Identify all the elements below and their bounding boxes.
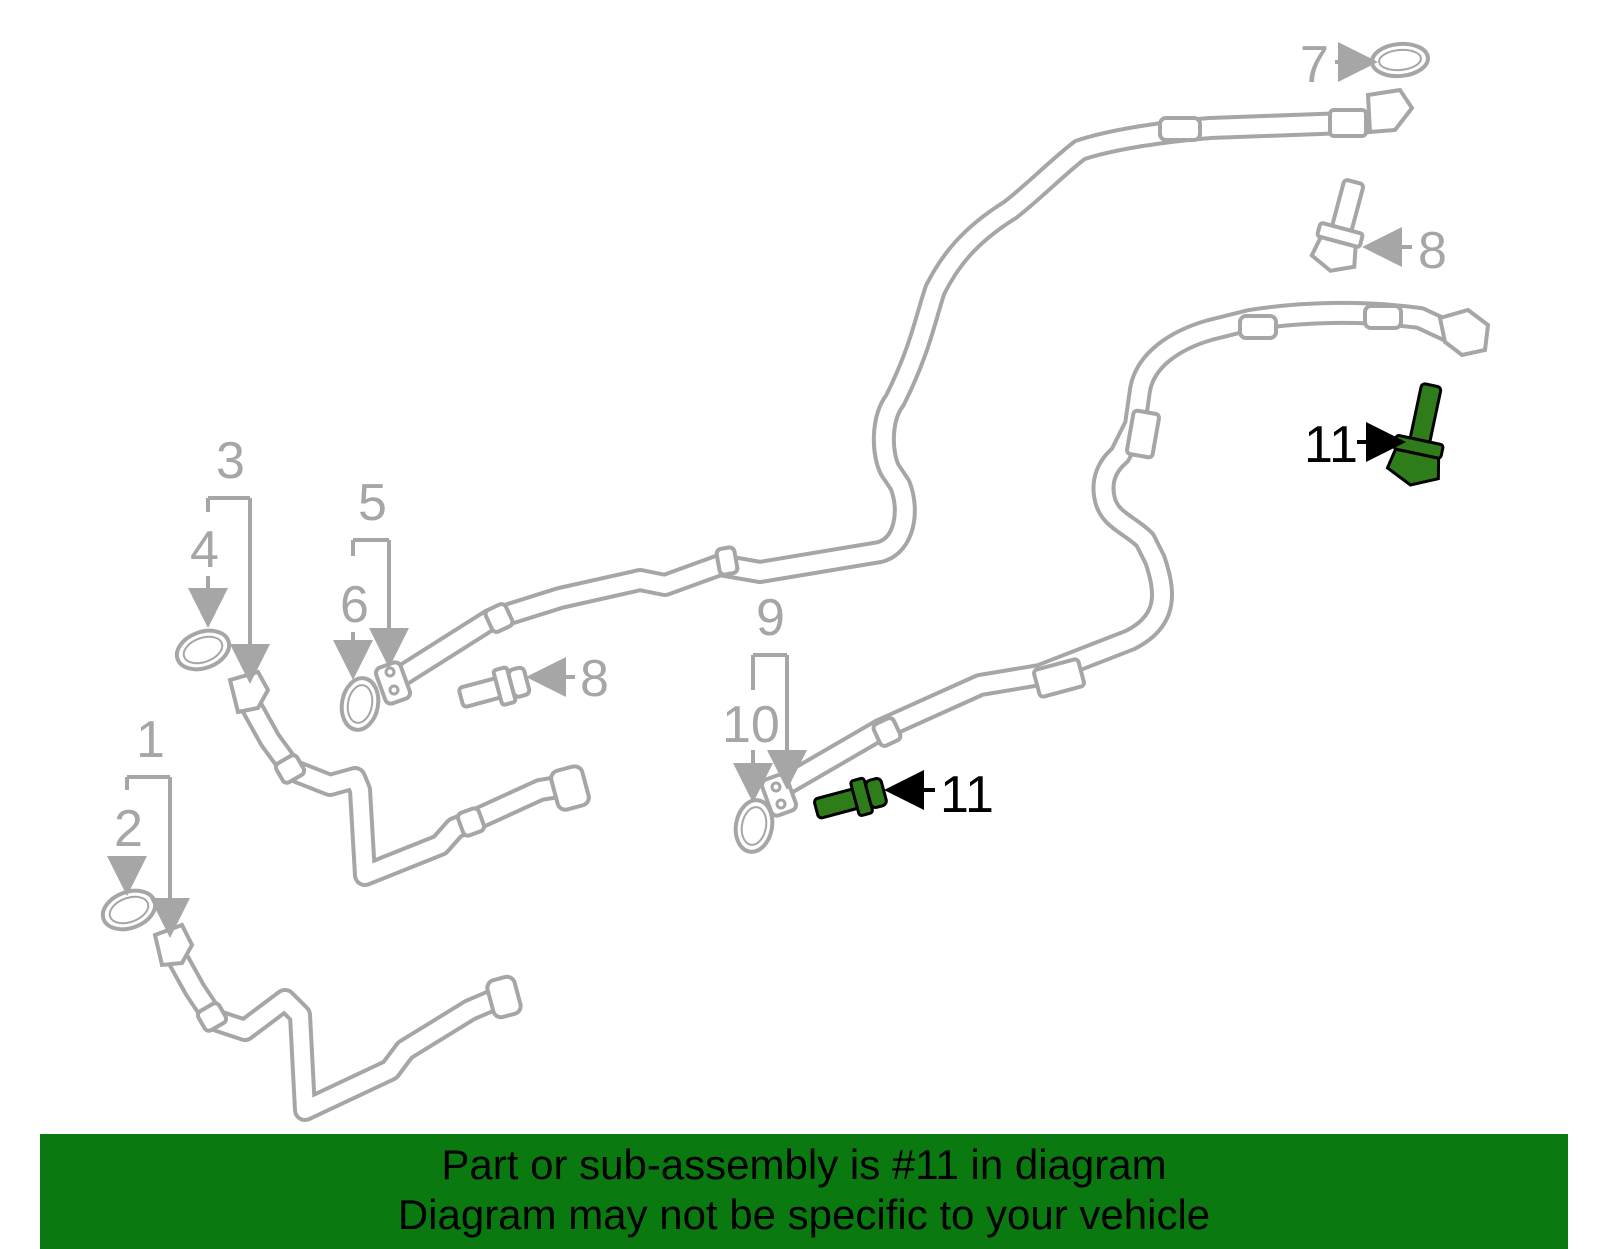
- o-ring-part-2: [100, 888, 158, 932]
- callout-6: 6: [340, 576, 369, 634]
- callout-1: 1: [136, 711, 165, 769]
- o-ring-part-10: [733, 798, 775, 854]
- callout-8-right: 8: [1418, 222, 1447, 280]
- callout-9: 9: [756, 589, 785, 647]
- o-ring-part-4: [174, 628, 232, 672]
- o-ring-part-6-inner: [346, 684, 374, 724]
- callout-8-left: 8: [580, 650, 609, 708]
- o-ring-part-6: [339, 676, 381, 732]
- callout-4: 4: [190, 521, 219, 579]
- banner-line-part-number: Part or sub-assembly is #11 in diagram: [441, 1141, 1167, 1188]
- o-ring-part-2-inner: [108, 895, 150, 925]
- bolt-part-8-right: [1309, 178, 1365, 273]
- callout-5: 5: [358, 474, 387, 532]
- ac-line-part-5: [373, 87, 1415, 706]
- callout-3: 3: [216, 432, 245, 490]
- callout-11-upper: 11: [1304, 416, 1358, 474]
- banner-line-disclaimer: Diagram may not be specific to your vehi…: [397, 1191, 1211, 1238]
- ac-line-part-1: [152, 922, 523, 1122]
- info-banner: Part or sub-assembly is #11 in diagram D…: [40, 1134, 1568, 1249]
- callout-2: 2: [114, 800, 143, 858]
- callout-7: 7: [1300, 36, 1329, 94]
- bolt-part-8-left: [457, 665, 532, 709]
- o-ring-part-4-inner: [182, 635, 224, 665]
- bolt-part-11-upper: [1385, 382, 1445, 487]
- o-ring-part-7-inner: [1378, 48, 1422, 72]
- bolt-part-11-lower: [813, 776, 888, 820]
- ac-line-part-9: [759, 300, 1491, 818]
- ac-line-part-3: [227, 669, 591, 887]
- o-ring-part-10-inner: [740, 806, 768, 846]
- callout-11-lower: 11: [940, 766, 994, 824]
- callout-10: 10: [722, 696, 780, 754]
